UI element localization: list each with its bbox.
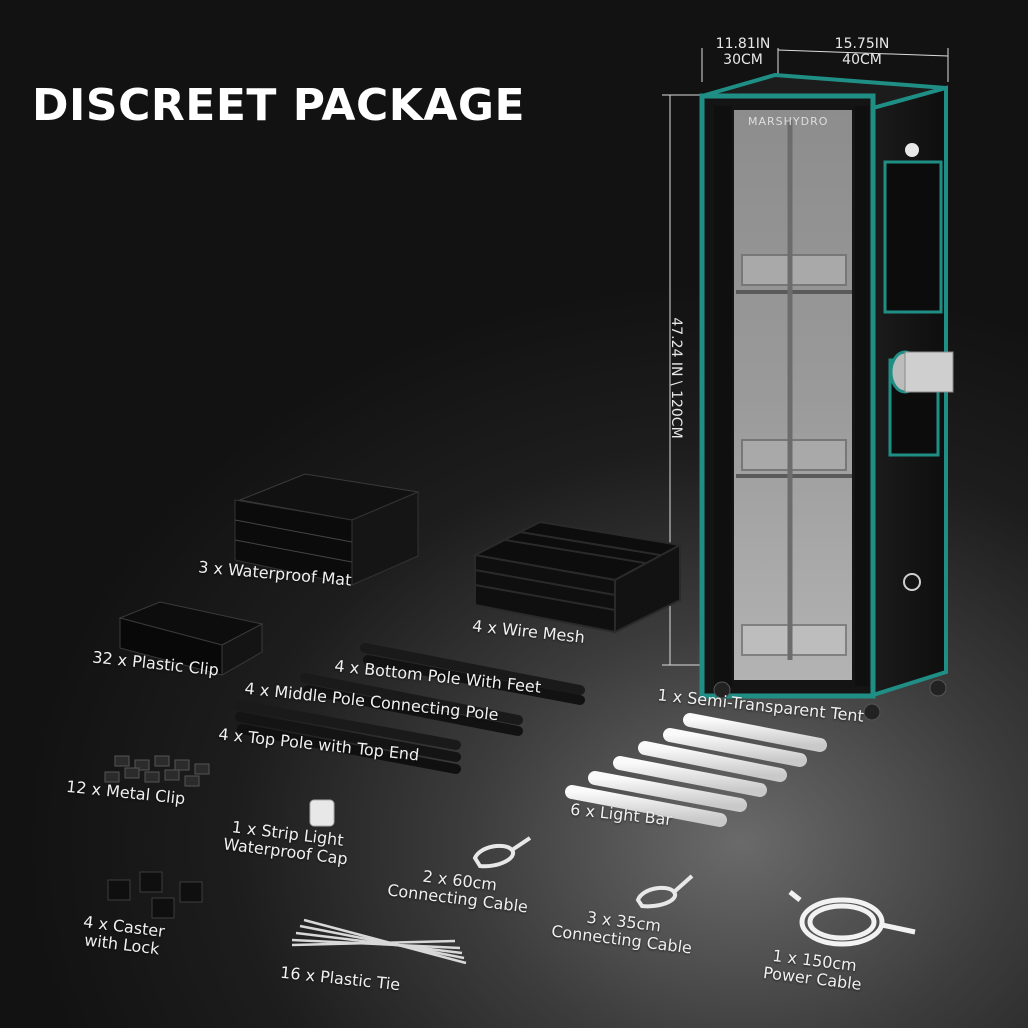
- wire-mesh-image: [471, 520, 684, 634]
- metal-clip-image: [104, 755, 210, 787]
- top-pole-image: [233, 700, 461, 774]
- cable-60-image: [472, 836, 532, 869]
- waterproof-mat-image: [234, 473, 420, 586]
- power-cable-image: [788, 890, 916, 947]
- dimension-width: 15.75IN 40CM: [834, 36, 890, 68]
- strip-light-cap-image: [309, 799, 335, 827]
- light-bar-image: [565, 713, 827, 827]
- dimension-depth: 11.81IN 30CM: [715, 36, 771, 68]
- caster-image: [107, 871, 203, 919]
- page-title: DISCREET PACKAGE: [32, 80, 526, 131]
- plastic-clip-image: [118, 601, 264, 676]
- cable-35-image: [635, 874, 694, 909]
- plastic-tie-image: [291, 918, 467, 965]
- dimension-height: 47.24 IN \ 120CM: [668, 317, 684, 439]
- middle-pole-image: [300, 673, 523, 736]
- brand-logo: MARSHYDRO: [748, 115, 829, 128]
- bottom-pole-image: [360, 643, 585, 705]
